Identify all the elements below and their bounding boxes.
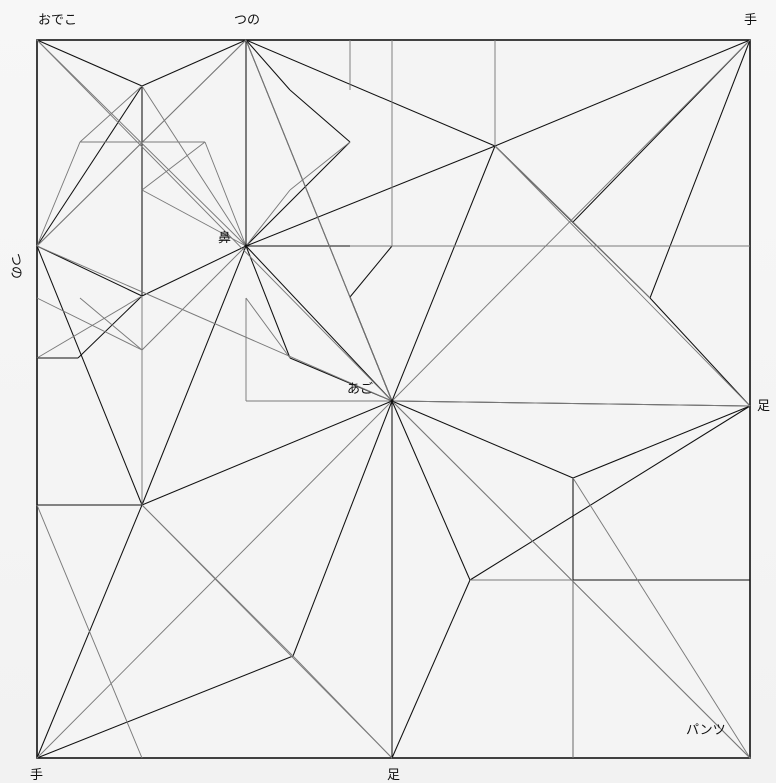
label-nose: 鼻 <box>218 230 231 246</box>
label-left-mid: つの <box>8 253 23 279</box>
label-top-right: 手 <box>744 13 757 28</box>
label-bottom-mid: 足 <box>387 768 400 783</box>
label-bottom-left: 手 <box>30 768 43 783</box>
label-top-left: おでこ <box>38 13 77 28</box>
label-jaw: あご <box>347 381 373 397</box>
crease-node-1 <box>390 399 393 402</box>
crease-node-0 <box>244 244 247 247</box>
label-pants: パンツ <box>686 723 726 738</box>
label-right-mid: 足 <box>757 399 770 414</box>
label-top-mid: つの <box>234 13 260 28</box>
